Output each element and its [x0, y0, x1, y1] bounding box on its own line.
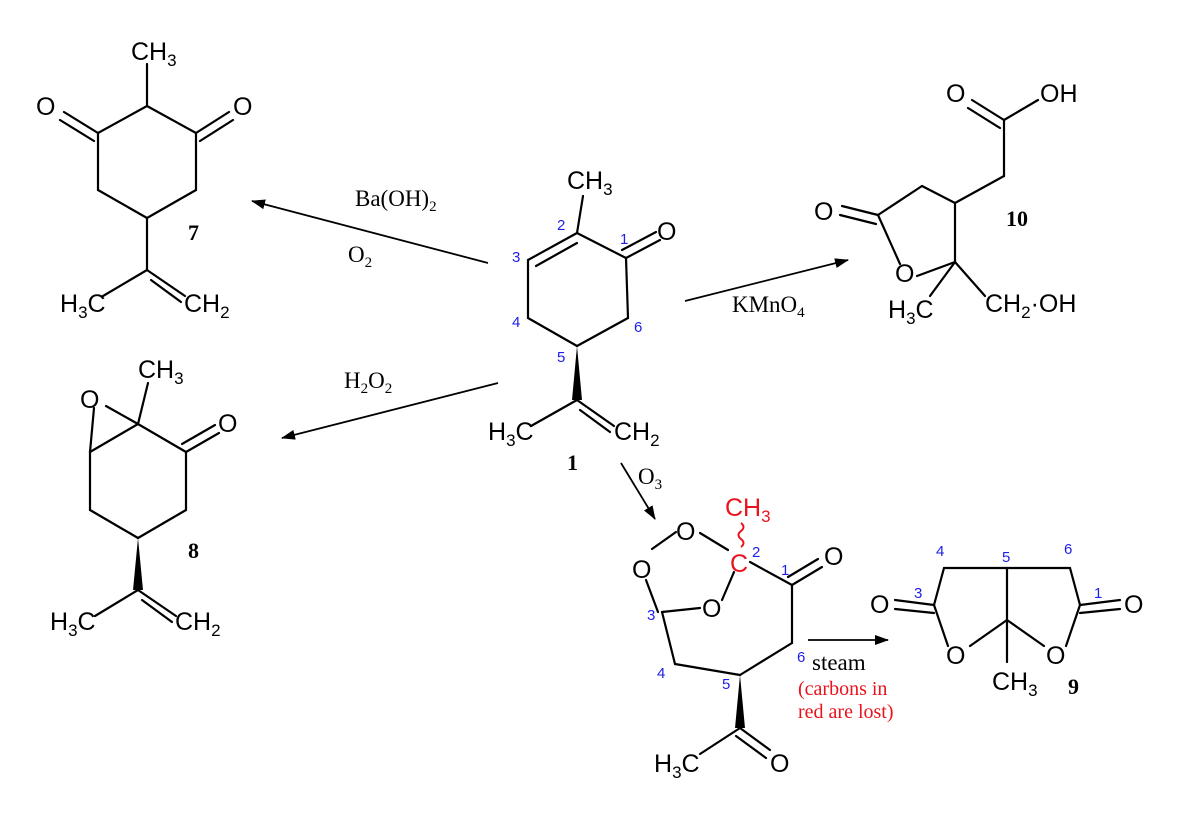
svg-text:CH3: CH3 [725, 494, 771, 526]
svg-text:3: 3 [914, 585, 922, 602]
compound-1-label: 1 [567, 450, 578, 475]
reagent-o2: O2 [348, 242, 372, 271]
arrow-to-ozonide [620, 462, 656, 520]
svg-text:O: O [676, 518, 695, 546]
svg-text:3: 3 [512, 249, 520, 266]
compound-7: CH3 O O H3C CH2 7 [36, 38, 252, 322]
ketone-oxygen: O [657, 218, 676, 246]
arrow-to-7 [251, 199, 489, 264]
svg-text:5: 5 [557, 349, 565, 366]
svg-text:H3C: H3C [488, 418, 534, 450]
svg-text:CH3: CH3 [131, 38, 177, 70]
svg-text:5: 5 [1002, 549, 1010, 566]
svg-text:OH: OH [1040, 80, 1078, 108]
svg-text:3: 3 [647, 607, 655, 624]
svg-text:O: O [946, 80, 965, 108]
compound-8: CH3 O O H3C CH2 8 [50, 356, 237, 640]
svg-text:H3C: H3C [888, 296, 934, 328]
svg-text:O: O [946, 642, 965, 670]
svg-text:O: O [1046, 642, 1065, 670]
compound-9: O O O O CH3 1 3 4 5 6 9 [870, 541, 1143, 700]
svg-text:H3C: H3C [60, 290, 106, 322]
lost-carbon: C [730, 550, 748, 578]
svg-text:4: 4 [936, 543, 944, 560]
svg-text:H3C: H3C [654, 750, 700, 782]
svg-text:1: 1 [781, 562, 789, 579]
svg-text:CH3: CH3 [138, 356, 184, 388]
svg-text:4: 4 [512, 314, 520, 331]
note-line-2: red are lost) [798, 701, 894, 723]
svg-text:O: O [233, 93, 252, 121]
svg-text:O: O [895, 260, 914, 288]
svg-text:CH2: CH2 [614, 418, 660, 450]
svg-text:CH3: CH3 [567, 167, 613, 199]
svg-text:H3C: H3C [50, 608, 96, 640]
svg-text:1: 1 [1094, 585, 1102, 602]
svg-text:O: O [770, 750, 789, 778]
svg-text:2: 2 [557, 217, 565, 234]
compound-10: O OH O O H3C CH2·OH 10 [814, 80, 1078, 328]
svg-text:O: O [814, 198, 833, 226]
svg-text:6: 6 [1064, 541, 1072, 558]
svg-text:CH2: CH2 [175, 608, 221, 640]
lost-methyl: CH [725, 494, 761, 522]
svg-text:CH2·OH: CH2·OH [985, 290, 1076, 322]
svg-text:O: O [218, 410, 237, 438]
svg-text:O: O [702, 595, 721, 623]
svg-text:O: O [80, 386, 99, 414]
reagent-h2o2: H2O2 [344, 368, 392, 397]
svg-text:CH3: CH3 [992, 668, 1038, 700]
compound-1: CH3 O H3C CH2 2 1 3 4 5 6 1 [488, 167, 676, 475]
arrow-to-10 [684, 258, 849, 302]
svg-text:4: 4 [657, 665, 665, 682]
reagent-baoh2: Ba(OH)2 [355, 186, 437, 215]
svg-text:O: O [1124, 591, 1143, 619]
compound-10-label: 10 [1006, 206, 1028, 231]
svg-text:O: O [824, 543, 843, 571]
svg-text:O: O [36, 93, 55, 121]
reagent-o3: O3 [638, 464, 662, 493]
svg-text:1: 1 [620, 231, 628, 248]
svg-text:6: 6 [634, 319, 642, 336]
compound-7-label: 7 [188, 220, 199, 245]
compound-8-label: 8 [188, 538, 199, 563]
svg-text:O: O [632, 556, 651, 584]
svg-text:2: 2 [752, 544, 760, 561]
reagent-kmno4: KMnO4 [732, 292, 805, 321]
arrow-to-8 [281, 382, 499, 440]
svg-text:5: 5 [722, 676, 730, 693]
ch3-label: CH [567, 167, 603, 195]
svg-text:CH2: CH2 [184, 290, 230, 322]
svg-text:6: 6 [797, 649, 805, 666]
ozonide-intermediate: O O O C CH3 O H3C O 1 2 3 4 5 6 [632, 494, 843, 782]
note-line-1: (carbons in [798, 678, 887, 700]
svg-text:O: O [870, 591, 889, 619]
compound-9-label: 9 [1068, 674, 1079, 699]
reagent-steam: steam [812, 650, 866, 675]
